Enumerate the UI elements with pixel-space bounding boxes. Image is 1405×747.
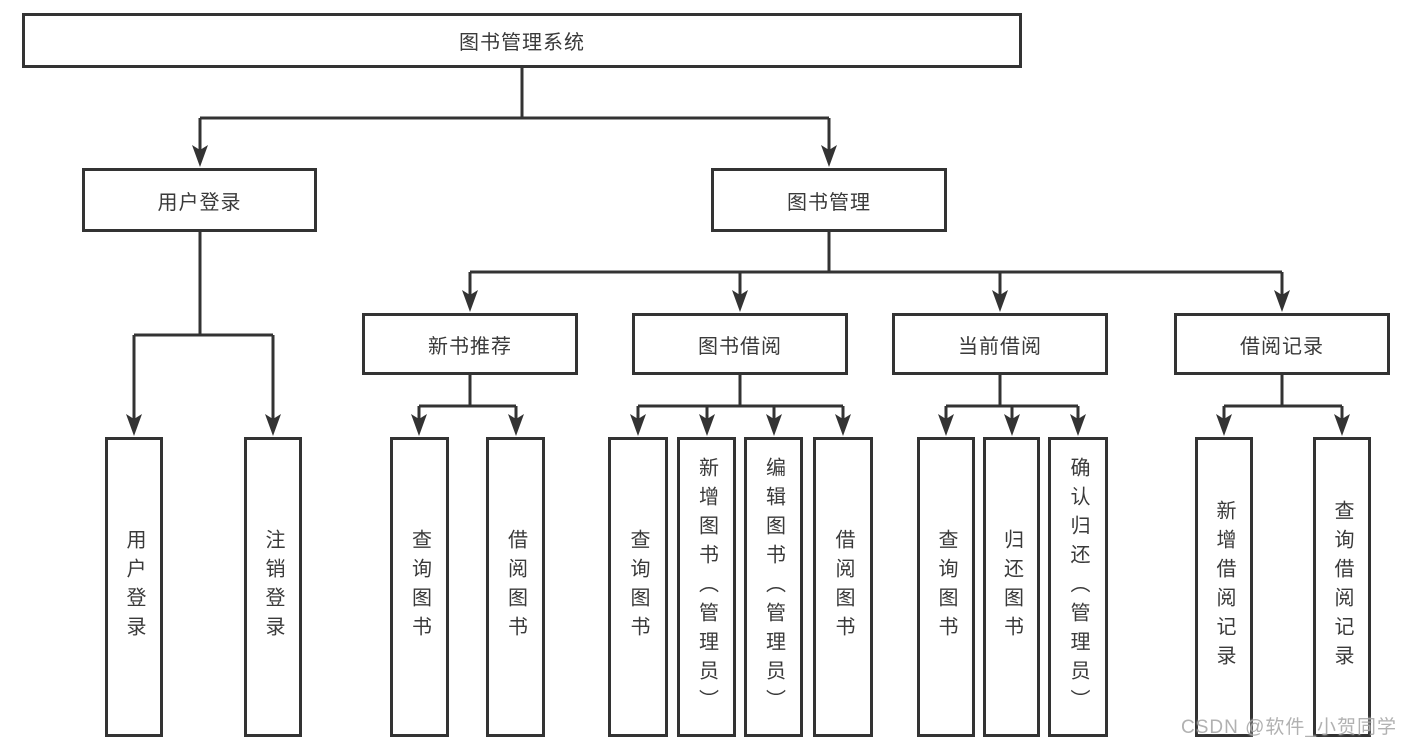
arrowhead (1004, 414, 1020, 436)
leaf-records-query-record-label: 查询借阅记录 (1331, 500, 1353, 674)
arrowhead (938, 414, 954, 436)
leaf-current-return-books: 归还图书 (983, 437, 1040, 737)
arrowhead (766, 414, 782, 436)
arrowhead (992, 290, 1008, 312)
leaf-borrow-edit-books: 编辑图书（管理员） (744, 437, 803, 737)
leaf-current-return-books-label: 归还图书 (1000, 529, 1023, 645)
arrowhead (699, 414, 715, 436)
leaf-current-query-books-label: 查询图书 (935, 529, 957, 645)
arrowhead (462, 290, 478, 312)
leaf-borrow-borrow-books-label: 借阅图书 (832, 529, 854, 645)
leaf-recommend-query-books: 查询图书 (390, 437, 449, 737)
leaf-recommend-borrow-books-label: 借阅图书 (504, 529, 527, 645)
arrowhead (732, 290, 748, 312)
node-book-management: 图书管理 (711, 168, 947, 232)
node-book-borrow-label: 图书借阅 (698, 335, 782, 358)
connector-arrowheads (126, 145, 1350, 436)
arrowhead (411, 414, 427, 436)
arrowhead (1070, 414, 1086, 436)
node-current-borrow: 当前借阅 (892, 313, 1108, 375)
leaf-borrow-edit-books-label: 编辑图书（管理员） (762, 456, 785, 718)
leaf-recommend-query-books-label: 查询图书 (408, 529, 431, 645)
leaf-recommend-borrow-books: 借阅图书 (486, 437, 545, 737)
leaf-records-query-record: 查询借阅记录 (1313, 437, 1371, 737)
node-borrow-records: 借阅记录 (1174, 313, 1390, 375)
node-library-system-label: 图书管理系统 (459, 32, 585, 54)
arrowhead (821, 145, 837, 167)
leaf-records-add-record: 新增借阅记录 (1195, 437, 1253, 737)
arrowhead (508, 414, 524, 436)
leaf-current-query-books: 查询图书 (917, 437, 975, 737)
leaf-borrow-add-books-label: 新增图书（管理员） (695, 456, 718, 718)
leaf-current-confirm-return: 确认归还（管理员） (1048, 437, 1108, 737)
arrowhead (1274, 290, 1290, 312)
leaf-logout: 注销登录 (244, 437, 302, 737)
leaf-borrow-query-books-label: 查询图书 (627, 529, 649, 645)
node-borrow-records-label: 借阅记录 (1240, 335, 1324, 358)
node-new-book-recommend: 新书推荐 (362, 313, 578, 375)
node-user-login: 用户登录 (82, 168, 317, 232)
node-new-book-recommend-label: 新书推荐 (428, 335, 512, 358)
leaf-borrow-query-books: 查询图书 (608, 437, 668, 737)
arrowhead (630, 414, 646, 436)
node-book-management-label: 图书管理 (787, 191, 871, 214)
arrowhead (126, 414, 142, 436)
leaf-borrow-add-books: 新增图书（管理员） (677, 437, 736, 737)
node-library-system: 图书管理系统 (22, 13, 1022, 68)
leaf-borrow-borrow-books: 借阅图书 (813, 437, 873, 737)
node-book-borrow: 图书借阅 (632, 313, 848, 375)
leaf-user-login-label: 用户登录 (123, 529, 145, 645)
arrowhead (835, 414, 851, 436)
leaf-user-login: 用户登录 (105, 437, 163, 737)
arrowhead (265, 414, 281, 436)
leaf-current-confirm-return-label: 确认归还（管理员） (1067, 456, 1089, 718)
arrowhead (1216, 414, 1232, 436)
node-user-login-label: 用户登录 (157, 191, 242, 214)
connector-stems (132, 68, 1344, 430)
leaf-logout-label: 注销登录 (262, 529, 284, 645)
arrowhead (192, 145, 208, 167)
arrowhead (1334, 414, 1350, 436)
watermark-text: CSDN @软件_小贺同学 (1181, 717, 1397, 738)
leaf-records-add-record-label: 新增借阅记录 (1213, 500, 1235, 674)
node-current-borrow-label: 当前借阅 (958, 335, 1042, 358)
